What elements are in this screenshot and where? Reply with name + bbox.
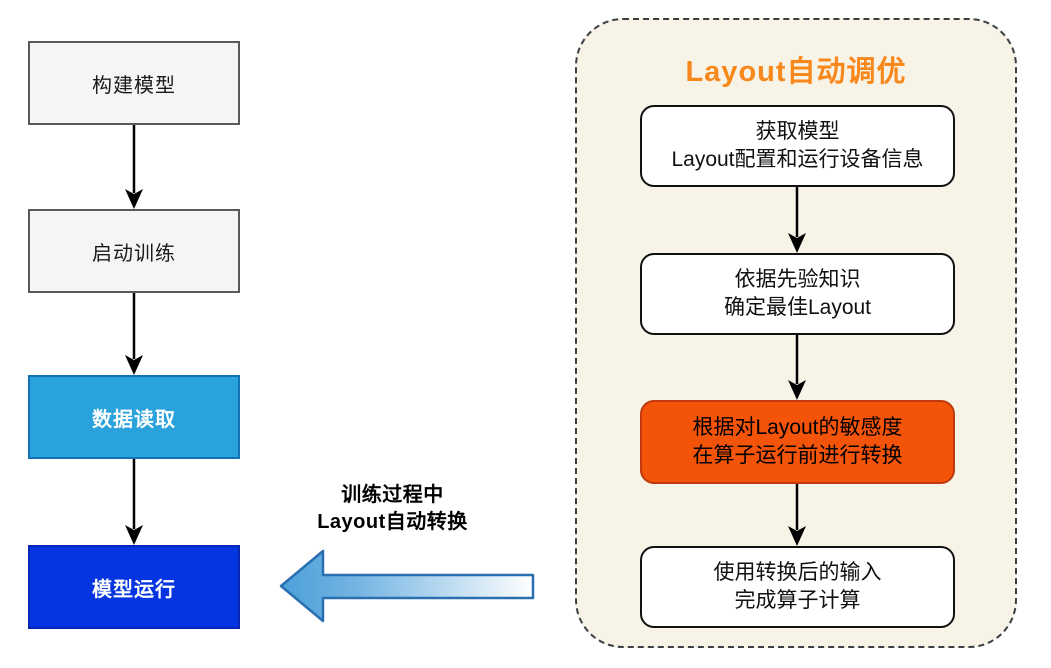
panel-step-convert-before-op: 根据对Layout的敏感度 在算子运行前进行转换 (640, 400, 955, 484)
flow-step-label: 构建模型 (92, 74, 176, 97)
flow-step-data-reading: 数据读取 (28, 375, 240, 459)
layout-transform-label-line2: Layout自动转换 (317, 511, 468, 533)
panel-step-line1: 依据先验知识 (734, 268, 861, 291)
down-arrow (787, 484, 807, 546)
flow-step-label: 数据读取 (92, 408, 176, 431)
panel-step-line2: Layout配置和运行设备信息 (671, 148, 924, 171)
panel-step-line2: 确定最佳Layout (723, 296, 872, 319)
panel-step-compute-op: 使用转换后的输入 完成算子计算 (640, 546, 955, 628)
down-arrow (124, 293, 144, 375)
panel-title: Layout自动调优 (685, 56, 907, 88)
down-arrow (124, 459, 144, 545)
layout-autotune-panel: Layout自动调优 获取模型 Layout配置和运行设备信息 依据先验知识 确… (575, 18, 1017, 648)
panel-step-get-model-info: 获取模型 Layout配置和运行设备信息 (640, 105, 955, 187)
left-gradient-arrow (279, 549, 535, 623)
down-arrow (787, 335, 807, 400)
panel-step-line1: 根据对Layout的敏感度 (692, 416, 903, 439)
down-arrow (124, 125, 144, 209)
panel-step-line1: 使用转换后的输入 (713, 561, 882, 584)
flow-step-label: 启动训练 (92, 242, 176, 265)
panel-step-best-layout: 依据先验知识 确定最佳Layout (640, 253, 955, 335)
flow-step-label: 模型运行 (92, 578, 176, 601)
flow-step-start-training: 启动训练 (28, 209, 240, 293)
layout-transform-label-line1: 训练过程中 (341, 484, 444, 506)
panel-step-line2: 完成算子计算 (734, 589, 861, 612)
layout-transform-label: 训练过程中 Layout自动转换 (285, 482, 500, 536)
down-arrow (787, 187, 807, 253)
flow-step-build-model: 构建模型 (28, 41, 240, 125)
panel-step-line1: 获取模型 (755, 120, 840, 143)
flow-step-model-run: 模型运行 (28, 545, 240, 629)
panel-step-line2: 在算子运行前进行转换 (692, 444, 903, 467)
